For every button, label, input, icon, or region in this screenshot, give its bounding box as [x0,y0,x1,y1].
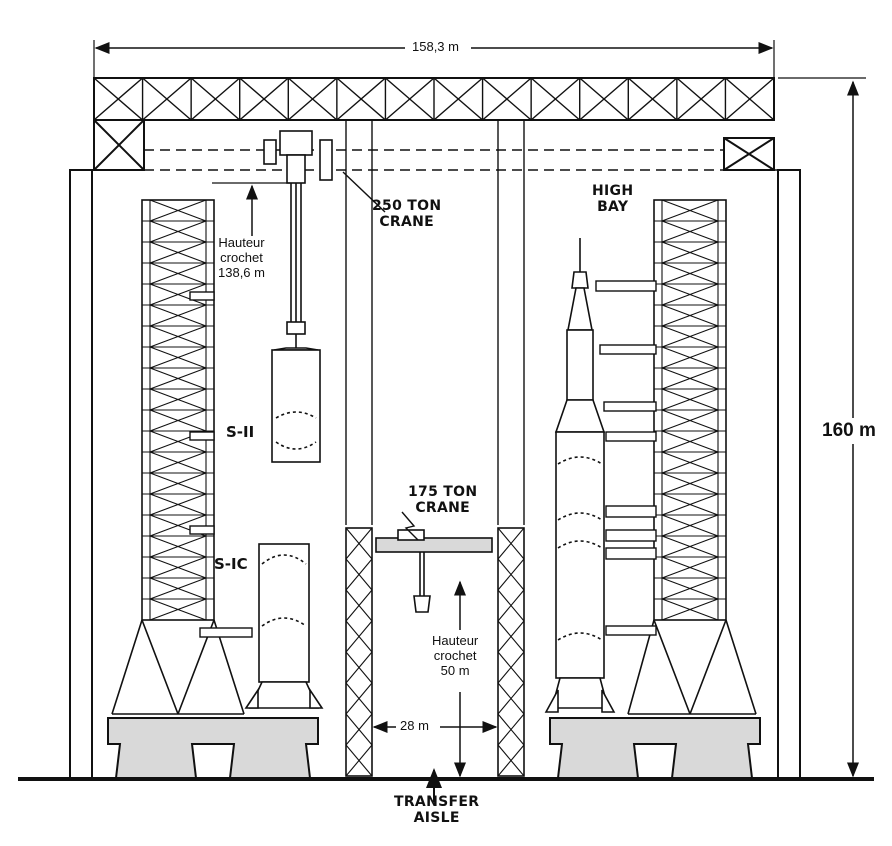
crane-175-label-line2: CRANE [415,500,471,517]
saturn-v-rocket [544,238,616,713]
interior-columns [345,120,525,525]
hook-250-line2: crochet [220,249,263,265]
right-launcher-base [549,717,761,779]
crane-rails [144,149,778,171]
crane-250-label: 250 TON CRANE [372,198,441,230]
high-bay-label: HIGH BAY [592,183,634,216]
hook-50-line2: crochet [433,647,477,663]
hook-50-line1: Hauteur [432,633,479,648]
hook-height-50-label: Hauteur crochet 50 m [432,633,479,679]
building-walls [69,169,801,779]
crane-175-label: 175 TON CRANE [408,484,477,516]
s-ic-stage [244,543,324,709]
right-launch-umbilical-tower [627,199,757,715]
s-ii-stage [271,349,321,463]
crane-175-label-line1: 175 TON [408,484,478,500]
left-tower-swing-arms [189,291,253,638]
crane-250-label-line1: 250 TON [372,198,442,214]
transfer-aisle-line2: AISLE [413,810,460,827]
hook-250-line3: 138,6 m [218,264,265,280]
roof-truss-diagonals [93,77,775,121]
stage-s-ii-label: S-II [226,423,255,441]
crane-175-ton [345,527,525,777]
transfer-aisle-line1: TRANSFER [394,794,480,810]
aisle-width-label: 28 m [400,718,429,733]
hook-50-line3: 50 m [440,662,470,678]
building-height-label: 160 m [822,420,876,441]
hook-height-250-label: Hauteur crochet 138,6 m [218,235,265,281]
hook-250-line1: Hauteur [218,235,265,250]
stage-s-ic-label: S-IC [214,555,248,573]
left-launcher-base [107,717,319,779]
building-width-label: 158,3 m [412,39,459,54]
crane-250-ton [263,130,333,351]
crane-250-pointer [342,171,386,213]
right-tower-swing-arms [595,280,657,636]
transfer-aisle-label: TRANSFER AISLE [394,794,479,826]
crane-250-label-line2: CRANE [379,214,435,231]
left-launch-umbilical-tower [111,199,245,715]
